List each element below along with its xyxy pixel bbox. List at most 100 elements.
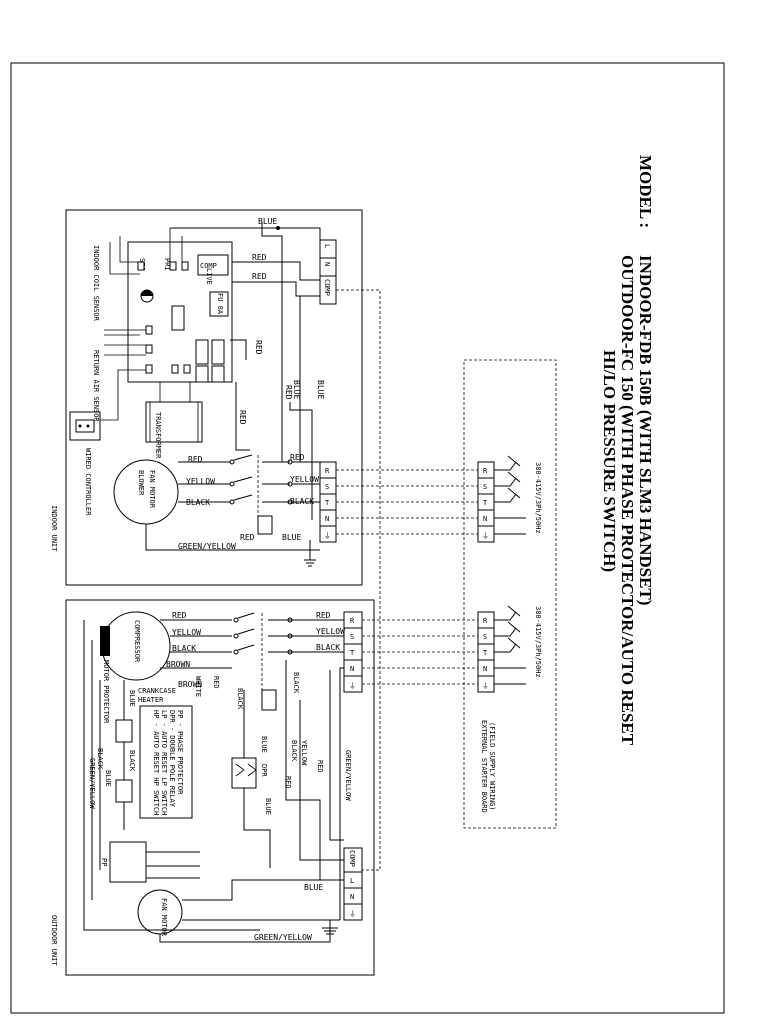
ext-upper-r: R <box>483 467 488 475</box>
indoor-term-n: N <box>323 262 331 266</box>
wire-black-vert2: BLACK <box>292 672 300 694</box>
return-air-sensor-label: RETURN AIR SENSOR <box>92 350 100 422</box>
indoor-supply-terminal-block: R S T N ⏚ <box>319 461 337 543</box>
interconnect-wiring <box>336 289 478 871</box>
wire-red-live: RED <box>252 253 267 262</box>
field-wiring-label: (FIELD SUPPLY WIRING) <box>488 722 496 811</box>
wire-blue-mid: BLUE <box>292 380 301 399</box>
wire-green-yellow-left: GREEN/YELLOW <box>88 758 96 809</box>
ext-upper-s: S <box>483 483 487 491</box>
outdoor-term-r: R <box>350 617 355 625</box>
ext-upper-n: N <box>483 515 487 523</box>
wire-black-out: BLACK <box>172 644 196 653</box>
outdoor-unit-frame <box>65 599 375 976</box>
outdoor-term-earth2: ⏚ <box>349 910 356 918</box>
comp-relay <box>197 254 229 276</box>
title-model: MODEL : <box>636 155 655 228</box>
wire-black-out-term: BLACK <box>316 643 340 652</box>
wire-blue-top: BLUE <box>258 217 277 226</box>
wire-blue-fan: BLUE <box>304 883 323 892</box>
wire-red-vert: RED <box>212 676 220 689</box>
wire-red-left: RED <box>238 410 247 425</box>
wire-yellow-dpr: YELLOW <box>300 740 308 766</box>
fuse <box>209 291 229 317</box>
wire-red-out-term: RED <box>316 611 331 620</box>
outdoor-unit: OUTDOOR UNIT COMPRESSOR MOTOR PROTECTOR … <box>50 599 375 976</box>
indoor-unit-frame <box>65 209 363 586</box>
title-line2: OUTDOOR-FC 150 (WITH PHASE PROTECTOR/AUT… <box>618 255 637 746</box>
wire-black-fan: BLACK <box>186 498 210 507</box>
ext-upper-earth: ⏚ <box>482 532 489 540</box>
title-block: MODEL : INDOOR-FDB 150B (WITH SLM3 HANDS… <box>600 155 655 746</box>
indoor-term-l: L <box>323 244 331 248</box>
outdoor-bottom-terminal-block: COMP L N ⏚ <box>343 847 363 921</box>
indoor-term-comp: COMP <box>323 279 331 296</box>
ext-lower-earth: ⏚ <box>482 682 489 690</box>
crankcase-label-1: CRANKCASE <box>138 687 176 695</box>
outdoor-term-earth: ⏚ <box>349 682 356 690</box>
wire-blue-comp: BLUE <box>128 690 136 707</box>
wire-red-comp: RED <box>252 272 267 281</box>
wire-black-dpr: BLACK <box>290 740 298 762</box>
outdoor-contactor <box>233 612 344 711</box>
wire-white: WHITE <box>194 676 202 697</box>
wire-black-hp: BLACK <box>128 750 136 772</box>
wire-red-out: RED <box>172 611 187 620</box>
phase-protector <box>109 841 147 883</box>
pp-label: PP <box>100 858 108 866</box>
board-chip <box>171 305 185 331</box>
outdoor-term-n: N <box>350 665 354 673</box>
legend-lp: LP - AUTO RESET LP SWITCH <box>160 710 168 815</box>
crankcase-label-2: HEATER <box>138 696 164 704</box>
ext-lower-r: R <box>483 617 488 625</box>
control-board <box>127 241 233 383</box>
motor-protector-label: MOTOR PROTECTOR <box>102 660 110 724</box>
wire-blue-right: BLUE <box>316 380 325 399</box>
indoor-contactor <box>229 454 320 535</box>
external-board-label: EXTERNAL STARTER BOARD <box>480 720 488 813</box>
ext-upper-t: T <box>483 499 488 507</box>
page-border <box>10 62 725 1014</box>
outdoor-fan-motor-label: FAN MOTOR <box>160 898 168 937</box>
wire-brown-out: BROWN <box>166 660 190 669</box>
wire-blue-a1: BLUE <box>282 533 301 542</box>
wire-yellow-out: YELLOW <box>172 628 201 637</box>
hp-switch <box>115 719 133 743</box>
wire-yellow-indoor-term: YELLOW <box>290 475 319 484</box>
outdoor-term-n2: N <box>350 893 354 901</box>
legend-box <box>139 705 193 819</box>
wire-green-yellow-fan: GREEN/YELLOW <box>254 933 312 942</box>
wired-controller <box>69 411 101 441</box>
legend-hp: HP - AUTO RESET HP SWITCH <box>152 710 160 815</box>
lp-switch <box>115 779 133 803</box>
indoor-unit-label: INDOOR UNIT <box>50 505 58 552</box>
blower-label: BLOWER <box>137 470 145 496</box>
supply-spec-upper: 380-415V/3Ph/50Hz <box>534 462 542 534</box>
legend-dpr: DPR - DOUBLE POLE RELAY <box>168 710 176 808</box>
indoor-coil-sensor-label: INDOOR COIL SENSOR <box>92 245 100 322</box>
transformer-label: TRANSFORMER <box>154 412 162 459</box>
outdoor-unit-label: OUTDOOR UNIT <box>50 915 58 966</box>
indoor-fan-motor-label: FAN MOTOR <box>148 470 156 509</box>
indoor-fan-motor <box>113 459 179 525</box>
wire-red-a2: RED <box>240 533 255 542</box>
motor-protector <box>100 626 110 656</box>
external-starter-board: EXTERNAL STARTER BOARD (FIELD SUPPLY WIR… <box>463 359 557 829</box>
outdoor-supply-terminal-block: R S T N ⏚ <box>343 611 363 693</box>
indoor-term-r: R <box>325 467 330 475</box>
wire-brown-out2: BROWN <box>178 680 202 689</box>
wire-blue-dpr: BLUE <box>260 736 268 753</box>
indoor-term-earth: ⏚ <box>324 532 331 540</box>
live-label: LIVE <box>205 268 213 285</box>
wire-black-left: BLACK <box>96 748 104 770</box>
outdoor-term-t: T <box>350 649 355 657</box>
pri-label: PRI <box>163 258 171 271</box>
legend-pp: PP - PHASE PROTECTOR <box>176 710 184 795</box>
outdoor-term-comp: COMP <box>348 850 356 867</box>
title-line1: INDOOR-FDB 150B (WITH SLM3 HANDSET) <box>636 255 655 605</box>
wire-green-yellow-indoor: GREEN/YELLOW <box>178 542 236 551</box>
ext-lower-s: S <box>483 633 487 641</box>
wire-black-indoor-term: BLACK <box>290 497 314 506</box>
wire-red-board: RED <box>254 340 263 355</box>
wire-yellow-fan: YELLOW <box>186 477 215 486</box>
